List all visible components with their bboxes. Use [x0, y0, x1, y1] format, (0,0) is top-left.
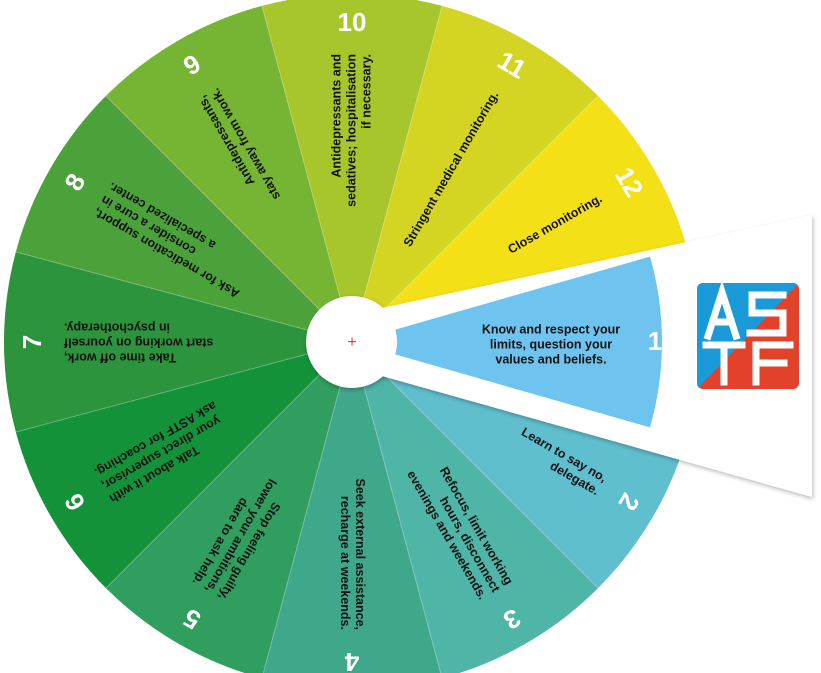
logo-mark — [697, 283, 799, 389]
segment-divider — [351, 5, 443, 343]
logo-letter-t — [702, 341, 746, 386]
window-text-line: Know and respect your — [482, 322, 620, 336]
astf-logo — [697, 283, 799, 389]
segment-wedge — [352, 5, 599, 343]
segment-wedge — [4, 251, 352, 433]
segment-divider — [15, 341, 353, 433]
segment-text-line: Antidepressants and — [329, 54, 343, 178]
segment-divider — [262, 341, 353, 673]
segment-divider — [105, 341, 353, 589]
window-text-line: limits, question your — [490, 337, 612, 351]
segment-wedge — [105, 342, 352, 673]
segment-text-line: sedatives; hospitalisation — [344, 54, 358, 207]
segment-text-line: in psychotherapy. — [64, 321, 170, 335]
segment-text-line: recharge at weekends. — [338, 496, 352, 630]
logo-letter-f — [752, 341, 794, 386]
window-number: 1 — [648, 326, 662, 356]
hub-plus-icon: + — [347, 334, 356, 351]
segment-wedge — [352, 342, 599, 673]
segment-wedge — [352, 95, 689, 343]
segment-wedge — [263, 342, 441, 673]
segment-divider — [261, 5, 353, 343]
segment-text-line: Seek external assistance, — [353, 479, 367, 631]
segment-number: 7 — [17, 335, 47, 349]
segment-wedge — [261, 0, 443, 342]
segment-number: 10 — [338, 7, 367, 37]
segment-divider — [105, 95, 353, 343]
logo-letter-s — [746, 291, 787, 337]
segment-number: 4 — [344, 647, 359, 673]
window-wedge — [395, 256, 662, 428]
segment-wedge — [352, 342, 689, 589]
segment-divider — [351, 341, 599, 589]
segment-text-line: if necessary. — [359, 54, 373, 129]
segment-divider — [351, 341, 442, 673]
segment-divider — [15, 251, 353, 343]
segment-wedge — [105, 5, 353, 343]
segment-wedge — [15, 342, 353, 589]
wheel-segment-4: 4 Seek external assistance,recharge at we… — [263, 341, 442, 673]
segment-text-line: start working on yourself — [63, 336, 213, 350]
segment-divider — [351, 95, 599, 343]
segment-text-line: Take time off work, — [64, 351, 176, 365]
logo-letter-a — [703, 283, 741, 341]
segment-wedge — [15, 95, 353, 343]
window-text-line: values and beliefs. — [495, 352, 606, 366]
